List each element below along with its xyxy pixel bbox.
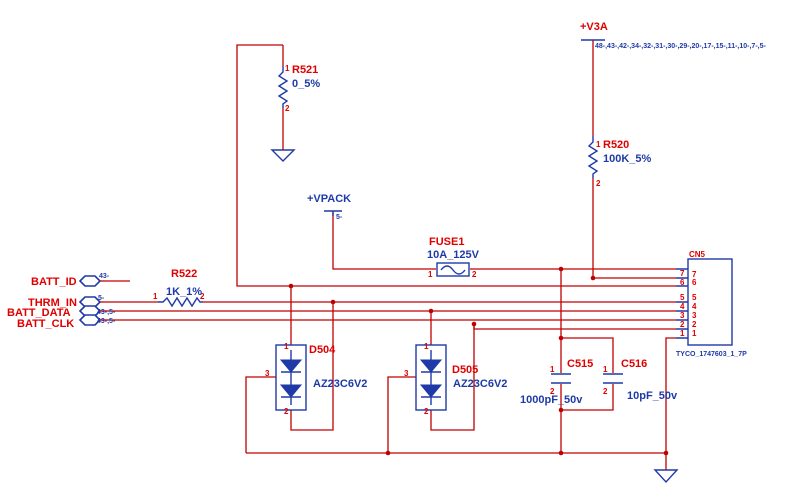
- resistor-r521: 1 2 R521 0_5%: [277, 64, 320, 113]
- fuse1-ref: FUSE1: [429, 236, 464, 248]
- svg-text:1: 1: [285, 64, 290, 73]
- svg-text:1: 1: [550, 365, 555, 374]
- svg-text:5-: 5-: [98, 295, 105, 302]
- svg-text:2: 2: [596, 179, 601, 188]
- r520-value: 100K_5%: [603, 153, 652, 165]
- v3a-label: +V3A: [580, 21, 608, 33]
- fuse1-value: 10A_125V: [427, 249, 480, 261]
- svg-text:7: 7: [680, 269, 685, 278]
- v3a-refs: 48-,43-,42-,34-,32-,31-,30-,29-,20-,17-,…: [595, 43, 766, 50]
- svg-text:2: 2: [424, 407, 429, 416]
- svg-text:2: 2: [692, 320, 697, 329]
- connector-cn5: CN5 7 7 6 6 5 5 4 4 3 3 2 2 1 1 TYCO_174…: [676, 250, 747, 358]
- cn5-part: TYCO_1747603_1_7P: [676, 351, 747, 358]
- d505-value: AZ23C6V2: [453, 378, 507, 390]
- cn5-ref: CN5: [689, 250, 706, 259]
- svg-text:1: 1: [424, 342, 429, 351]
- svg-text:3: 3: [680, 311, 685, 320]
- svg-text:THRM_IN: THRM_IN: [28, 297, 77, 309]
- r522-value: 1K_1%: [166, 286, 202, 298]
- svg-text:43-: 43-: [99, 273, 110, 280]
- resistor-r522: 1 2 R522 1K_1%: [153, 268, 205, 308]
- vpack-power-symbol: +VPACK 5-: [307, 193, 351, 221]
- svg-text:1: 1: [153, 292, 158, 301]
- svg-text:1: 1: [692, 329, 697, 338]
- diode-d505: 1 2 3 D505 AZ23C6V2: [404, 342, 507, 416]
- d504-ref: D504: [309, 344, 336, 356]
- svg-text:1: 1: [428, 270, 433, 279]
- svg-text:2: 2: [284, 407, 289, 416]
- port-thrm-in: THRM_IN 5-: [28, 295, 105, 309]
- svg-text:1: 1: [680, 329, 685, 338]
- ground-symbol-main: [653, 469, 679, 484]
- r521-ref: R521: [292, 64, 318, 76]
- r522-ref: R522: [171, 268, 197, 280]
- svg-text:43-,5-: 43-,5-: [97, 309, 116, 316]
- capacitor-c516: 1 2 C516 10pF_50v: [603, 358, 678, 402]
- svg-text:4: 4: [680, 302, 685, 311]
- v3a-power-symbol: +V3A 48-,43-,42-,34-,32-,31-,30-,29-,20-…: [580, 21, 766, 50]
- svg-text:5: 5: [692, 293, 697, 302]
- svg-text:3: 3: [692, 311, 697, 320]
- svg-text:3: 3: [404, 369, 409, 378]
- wires: [105, 40, 676, 470]
- d504-value: AZ23C6V2: [313, 378, 367, 390]
- vpack-refs: 5-: [336, 214, 343, 221]
- svg-text:2: 2: [550, 387, 555, 396]
- svg-text:2: 2: [603, 387, 608, 396]
- ground-symbol-r521: [270, 149, 296, 162]
- svg-text:2: 2: [680, 320, 685, 329]
- svg-text:2: 2: [285, 104, 290, 113]
- svg-text:BATT_CLK: BATT_CLK: [17, 318, 74, 330]
- c516-value: 10pF_50v: [627, 390, 678, 402]
- svg-text:1: 1: [603, 365, 608, 374]
- svg-text:3: 3: [265, 369, 270, 378]
- svg-text:1: 1: [596, 140, 601, 149]
- svg-text:43-,5-: 43-,5-: [97, 318, 116, 325]
- port-batt-data: BATT_DATA 43-,5-: [7, 305, 116, 319]
- r520-ref: R520: [603, 139, 629, 151]
- resistor-r520: 1 2 R520 100K_5%: [587, 136, 652, 188]
- svg-text:BATT_ID: BATT_ID: [31, 276, 77, 288]
- port-batt-clk: BATT_CLK 43-,5-: [17, 314, 116, 330]
- svg-text:6: 6: [692, 278, 697, 287]
- svg-text:2: 2: [472, 270, 477, 279]
- svg-text:4: 4: [692, 302, 697, 311]
- r521-value: 0_5%: [292, 78, 320, 90]
- c515-ref: C515: [567, 358, 593, 370]
- junctions: [288, 266, 669, 456]
- svg-text:2: 2: [200, 292, 205, 301]
- c515-value: 1000pF_50v: [520, 394, 583, 406]
- svg-text:5: 5: [680, 293, 685, 302]
- vpack-label: +VPACK: [307, 193, 351, 205]
- c516-ref: C516: [621, 358, 647, 370]
- svg-text:BATT_DATA: BATT_DATA: [7, 307, 71, 319]
- diode-d504: 1 2 3 D504 AZ23C6V2: [265, 342, 367, 416]
- svg-text:6: 6: [680, 278, 685, 287]
- fuse-fuse1: 1 2 FUSE1 10A_125V: [427, 236, 480, 279]
- port-batt-id: BATT_ID 43-: [31, 273, 110, 288]
- svg-text:7: 7: [692, 270, 697, 279]
- svg-text:1: 1: [284, 342, 289, 351]
- capacitor-c515: 1 2 C515 1000pF_50v: [520, 358, 593, 406]
- d505-ref: D505: [452, 364, 478, 376]
